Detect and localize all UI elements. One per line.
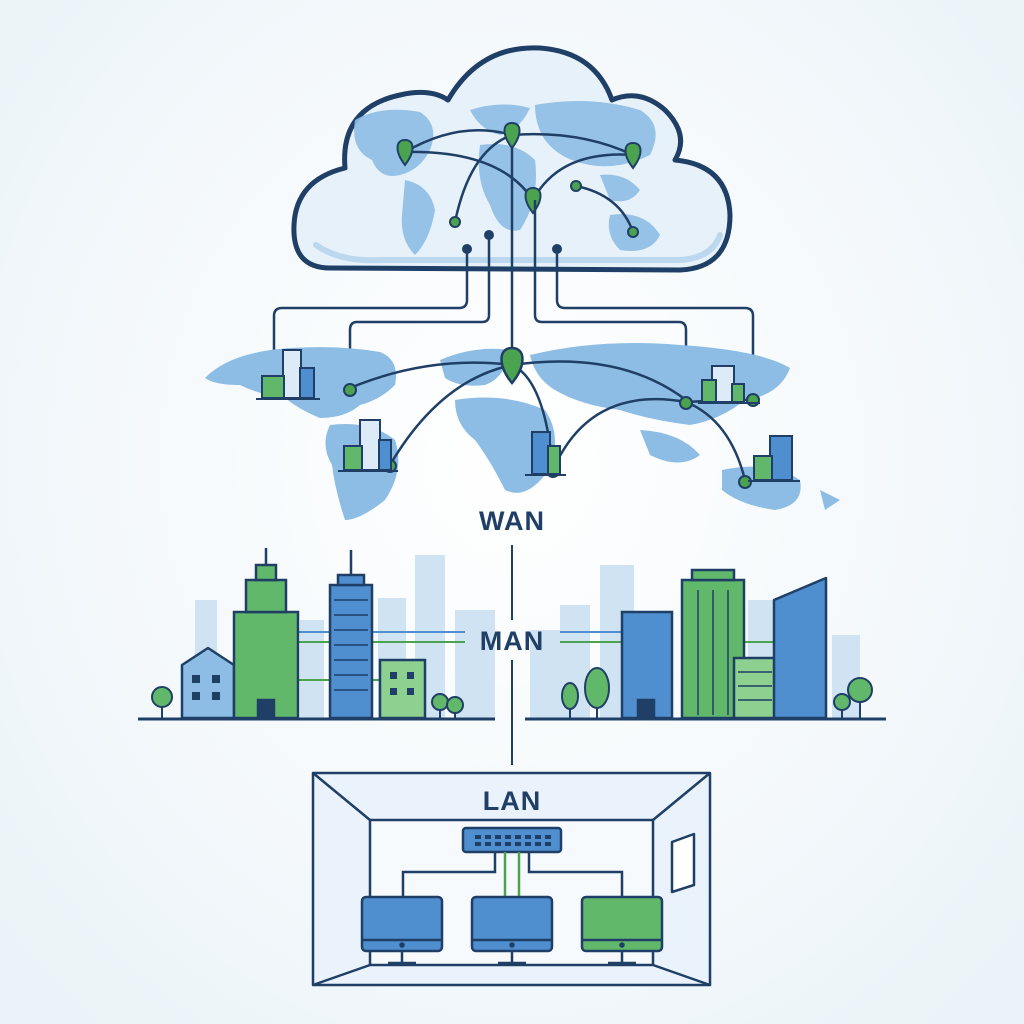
man-label: MAN (480, 626, 545, 656)
cloud-nodes (449, 180, 639, 254)
location-pin-icon (500, 346, 524, 385)
lan-cables (401, 852, 624, 897)
tree-icon (833, 677, 873, 718)
building-icon (772, 576, 828, 720)
building-icon (748, 435, 800, 482)
monitor-icon (360, 895, 444, 965)
monitor-icon (580, 895, 664, 965)
tree-icon (151, 686, 173, 718)
building-icon (338, 419, 398, 472)
building-icon (698, 365, 760, 404)
building-icon (525, 431, 566, 476)
building-icon (620, 610, 674, 720)
cloud-to-wan-links (272, 200, 755, 400)
lan-label: LAN (483, 786, 542, 816)
location-pin-icon (396, 121, 642, 215)
monitor-icon (470, 895, 554, 965)
network-switch-icon (461, 826, 563, 854)
man-connections (298, 631, 775, 681)
building-icon (256, 349, 320, 400)
tree-icon (431, 693, 464, 718)
building-icon (732, 656, 778, 720)
building-icon (378, 658, 427, 720)
building-icon (328, 550, 374, 720)
building-icon (232, 548, 300, 720)
cloud-connections (404, 129, 635, 345)
wan-label: WAN (479, 506, 545, 536)
building-icon (180, 646, 236, 720)
tree-icon (561, 667, 610, 718)
